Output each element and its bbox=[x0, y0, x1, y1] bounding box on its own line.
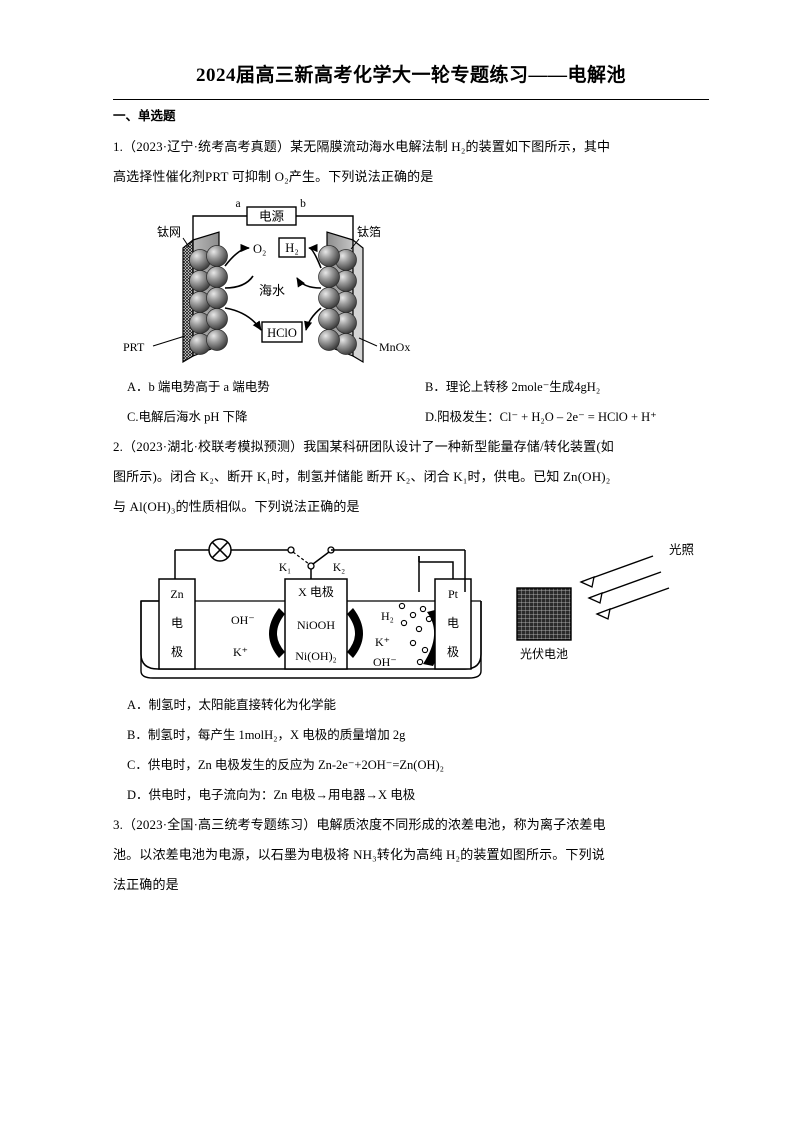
k-right-label: K⁺ bbox=[375, 635, 390, 649]
energy-storage-device-diagram: K₁ K₂ Zn 电 极 OH⁻ K⁺ X 电极 NiOOH Ni(OH)₂ bbox=[140, 538, 694, 679]
q1-option-b[interactable]: B．理论上转移 2mole⁻生成4gH₂ bbox=[425, 380, 601, 394]
niooh-label: NiOOH bbox=[297, 618, 335, 632]
seawater-electrolysis-diagram: 电源 a b bbox=[123, 198, 410, 364]
left-electrode-assembly: 钛网 PRT bbox=[123, 224, 228, 364]
q1-options-row-2: C.电解后海水 pH 下降 D.阳极发生：Cl⁻ + H₂O – 2e⁻ = H… bbox=[113, 402, 709, 432]
prt-leader bbox=[152, 335, 186, 347]
q2-option-b[interactable]: B．制氢时，每产生 1molH₂，X 电极的质量增加 2g bbox=[127, 728, 406, 742]
q2-option-c[interactable]: C．供电时，Zn 电极发生的反应为 Zn-2e⁻+2OH⁻=Zn(OH)₂ bbox=[127, 758, 445, 772]
lamp-x-glyph bbox=[211, 541, 229, 559]
oh-right-label: OH⁻ bbox=[373, 655, 397, 669]
left-mesh-label: 钛网 bbox=[157, 224, 181, 239]
q1-option-a[interactable]: A．b 端电势高于 a 端电势 bbox=[127, 380, 270, 394]
zn-electrode-label-2: 电 bbox=[171, 616, 183, 630]
section-heading: 一、单选题 bbox=[113, 109, 176, 123]
page-title: 2024届高三新高考化学大一轮专题练习——电解池 bbox=[195, 65, 626, 86]
q1-stem-line1: 1.（2023·辽宁·统考高考真题）某无隔膜流动海水电解法制 H₂的装置如下图所… bbox=[113, 139, 611, 154]
mnox-leader bbox=[358, 337, 378, 347]
question-1: 1.（2023·辽宁·统考高考真题）某无隔膜流动海水电解法制 H₂的装置如下图所… bbox=[113, 132, 709, 432]
o2-arrow bbox=[224, 243, 250, 267]
hclo-arrow-left bbox=[224, 307, 262, 331]
k-left-label: K⁺ bbox=[233, 645, 248, 659]
wire-right bbox=[296, 215, 354, 240]
hclo-label: HClO bbox=[267, 326, 297, 340]
q2-stem-line3: 与 Al(OH)₃的性质相似。下列说法正确的是 bbox=[113, 499, 360, 514]
prt-mesh-strip bbox=[182, 238, 194, 364]
terminal-a-label: a bbox=[235, 198, 240, 210]
k1-label: K₁ bbox=[279, 562, 291, 574]
q1-figure: 电源 a b bbox=[121, 196, 709, 368]
q2-stem-line1: 2.（2023·湖北·校联考模拟预测）我国某科研团队设计了一种新型能量存储/转化… bbox=[113, 439, 614, 454]
light-ray-arrowheads bbox=[579, 575, 611, 620]
tank-outline-bottom bbox=[140, 600, 482, 679]
q3-stem-line1: 3.（2023·全国·高三统考专题练习）电解质浓度不同形成的浓差电池，称为离子浓… bbox=[113, 817, 606, 832]
wire-pt-up bbox=[419, 561, 454, 579]
power-supply-label: 电源 bbox=[259, 210, 285, 224]
seawater-label: 海水 bbox=[259, 283, 285, 298]
right-foil-label: 钛箔 bbox=[357, 224, 381, 239]
zn-electrode-label-3: 极 bbox=[171, 645, 183, 659]
pt-electrode-label-2: 电 bbox=[447, 616, 459, 630]
x-electrode bbox=[284, 578, 348, 670]
question-2: 2.（2023·湖北·校联考模拟预测）我国某科研团队设计了一种新型能量存储/转化… bbox=[113, 432, 709, 810]
pt-electrode-label-1: Pt bbox=[448, 587, 459, 601]
question-3: 3.（2023·全国·高三统考专题练习）电解质浓度不同形成的浓差电池，称为离子浓… bbox=[113, 810, 709, 900]
hclo-arrow-right bbox=[304, 307, 322, 331]
solar-cell-label: 光伏电池 bbox=[520, 647, 568, 661]
redox-arrow-left bbox=[269, 608, 285, 658]
photovoltaic-cell bbox=[516, 587, 572, 641]
right-electrode-assembly: 钛箔 MnOx bbox=[318, 224, 410, 364]
k2-blade[interactable] bbox=[312, 551, 330, 565]
hclo-box bbox=[261, 321, 303, 343]
right-foil-leader bbox=[350, 238, 360, 250]
zn-electrode-label-1: Zn bbox=[170, 587, 183, 601]
h2-gas-label: H₂ bbox=[381, 609, 394, 623]
q2-figure: K₁ K₂ Zn 电 极 OH⁻ K⁺ X 电极 NiOOH Ni(OH)₂ bbox=[113, 526, 709, 686]
h2-arrow bbox=[308, 243, 322, 269]
q2-option-d[interactable]: D．供电时，电子流向为：Zn 电极→用电器→X 电极 bbox=[127, 788, 416, 802]
q2-stem-line2: 图所示)。闭合 K₂、断开 K₁时，制氢并储能 断开 K₂、闭合 K₁时，供电。… bbox=[113, 469, 611, 484]
terminal-b-label: b bbox=[300, 198, 306, 210]
title-divider bbox=[113, 99, 709, 100]
left-mesh-leader bbox=[182, 237, 190, 248]
q1-option-d[interactable]: D.阳极发生：Cl⁻ + H₂O – 2e⁻ = HClO + H⁺ bbox=[425, 410, 657, 424]
q3-stem-line3: 法正确的是 bbox=[113, 877, 179, 892]
light-label: 光照 bbox=[669, 543, 694, 557]
pt-electrode bbox=[434, 578, 472, 670]
q3-stem-line2: 池。以浓差电池为电源，以石墨为电极将 NH₃转化为高纯 H₂的装置如图所示。下列… bbox=[113, 847, 605, 862]
light-rays bbox=[580, 555, 670, 615]
k2-label: K₂ bbox=[333, 562, 345, 574]
right-catalyst-spheres bbox=[318, 245, 357, 355]
k1-blade[interactable] bbox=[292, 551, 310, 565]
h2-label: H₂ bbox=[285, 241, 298, 255]
q2-option-a[interactable]: A．制氢时，太阳能直接转化为化学能 bbox=[127, 698, 337, 712]
k1-contact[interactable] bbox=[287, 546, 295, 554]
oh-left-label: OH⁻ bbox=[231, 613, 255, 627]
prt-label: PRT bbox=[123, 340, 145, 354]
redox-arrow-right bbox=[347, 608, 363, 658]
q1-option-c[interactable]: C.电解后海水 pH 下降 bbox=[127, 410, 248, 424]
wire-left bbox=[192, 215, 247, 240]
x-electrode-label: X 电极 bbox=[298, 585, 334, 599]
o2-label: O₂ bbox=[253, 242, 266, 256]
document-content: 2024届高三新高考化学大一轮专题练习——电解池 一、单选题 1.（2023·辽… bbox=[113, 62, 709, 900]
q1-options-row-1: A．b 端电势高于 a 端电势 B．理论上转移 2mole⁻生成4gH₂ bbox=[113, 372, 709, 402]
seawater-arrow-right bbox=[296, 277, 322, 289]
mnox-label: MnOx bbox=[379, 340, 410, 354]
ni-oh2-label: Ni(OH)₂ bbox=[295, 649, 337, 663]
q1-stem-line2: 高选择性催化剂PRT 可抑制 O₂产生。下列说法正确的是 bbox=[113, 169, 434, 184]
h2-box bbox=[278, 237, 306, 258]
seawater-arrow-left bbox=[224, 275, 254, 289]
left-catalyst-spheres bbox=[189, 245, 228, 355]
zn-electrode bbox=[158, 578, 196, 670]
pt-electrode-label-3: 极 bbox=[447, 645, 459, 659]
